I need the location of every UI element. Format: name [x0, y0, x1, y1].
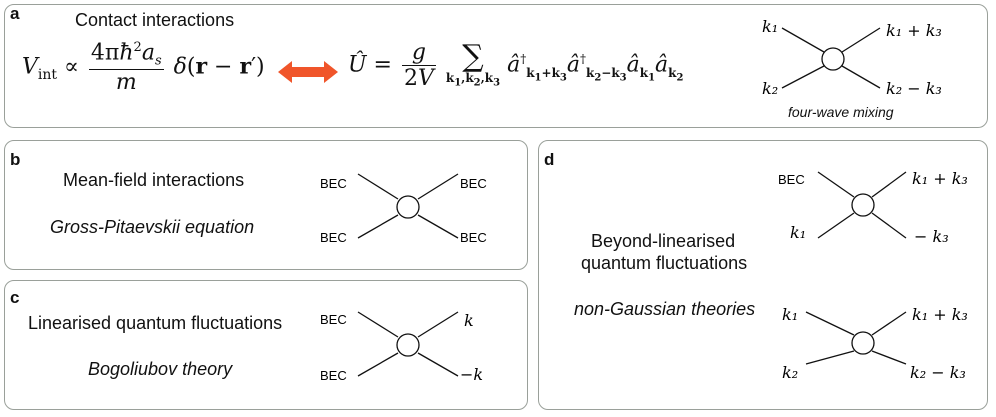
panel-d	[538, 140, 988, 410]
vertex-b-label-br: BEC	[460, 230, 487, 245]
vertex-d-bottom-label-tr: k₁ + k₃	[912, 305, 968, 324]
panel-c	[4, 280, 528, 410]
vertex-circle	[821, 47, 845, 71]
leg-bottom-right	[841, 65, 881, 89]
vertex-c-label-br: −k	[460, 365, 483, 384]
vertex-a-label-br: k₂ − k₃	[886, 79, 942, 98]
vertex-diagram-c: BEC k BEC −k	[320, 311, 483, 384]
leg-top-left	[781, 27, 825, 53]
vertex-a-label-tr: k₁ + k₃	[886, 21, 942, 40]
panel-d-title-line1: Beyond-linearised	[591, 231, 736, 251]
panel-c-title: Linearised quantum fluctuations	[28, 313, 283, 333]
panel-d-title-line2: quantum fluctuations	[581, 253, 748, 273]
vertex-b-label-tl: BEC	[320, 176, 347, 191]
panel-b	[4, 140, 528, 270]
double-arrow-icon	[278, 61, 338, 83]
vertex-c-label-tr: k	[464, 311, 474, 330]
vertex-b-label-bl: BEC	[320, 230, 347, 245]
vertex-b-label-tr: BEC	[460, 176, 487, 191]
vertex-d-top-label-tr: k₁ + k₃	[912, 169, 968, 188]
leg-top-right	[841, 27, 881, 53]
panel-c-label: c	[10, 288, 20, 307]
vertex-d-bottom-label-tl: k₁	[782, 305, 798, 324]
vertex-d-bottom-label-br: k₂ − k₃	[910, 363, 966, 382]
vertex-d-top-label-br: − k₃	[914, 227, 949, 246]
panel-d-label: d	[544, 150, 555, 169]
vertex-c-label-tl: BEC	[320, 312, 347, 327]
panel-a-title: Contact interactions	[75, 10, 235, 30]
vertex-diagram-d-top: BEC k₁ + k₃ k₁ − k₃	[778, 169, 968, 246]
vertex-a-label-bl: k₂	[762, 79, 778, 98]
vertex-diagram-a: k₁ k₁ + k₃ k₂ k₂ − k₃	[762, 17, 942, 98]
vertex-d-top-label-bl: k₁	[790, 223, 806, 242]
panel-b-label: b	[10, 150, 21, 169]
vertex-diagram-d-bottom: k₁ k₁ + k₃ k₂ k₂ − k₃	[782, 305, 968, 382]
vertex-d-bottom-label-bl: k₂	[782, 363, 798, 382]
leg-bottom-left	[781, 65, 825, 89]
vertex-d-top-label-tl: BEC	[778, 172, 805, 187]
vertex-diagram-b: BEC BEC BEC BEC	[320, 173, 487, 245]
vertex-a-label-tl: k₁	[762, 17, 778, 36]
panel-c-subtitle: Bogoliubov theory	[88, 359, 233, 379]
panel-b-subtitle: Gross-Pitaevskii equation	[50, 217, 255, 237]
panel-d-subtitle: non-Gaussian theories	[574, 299, 756, 319]
panel-a-caption: four-wave mixing	[788, 104, 894, 120]
panel-a-label: a	[10, 4, 20, 23]
panel-b-title: Mean-field interactions	[63, 170, 245, 190]
double-arrow-shape	[278, 61, 338, 83]
vertex-c-label-bl: BEC	[320, 368, 347, 383]
